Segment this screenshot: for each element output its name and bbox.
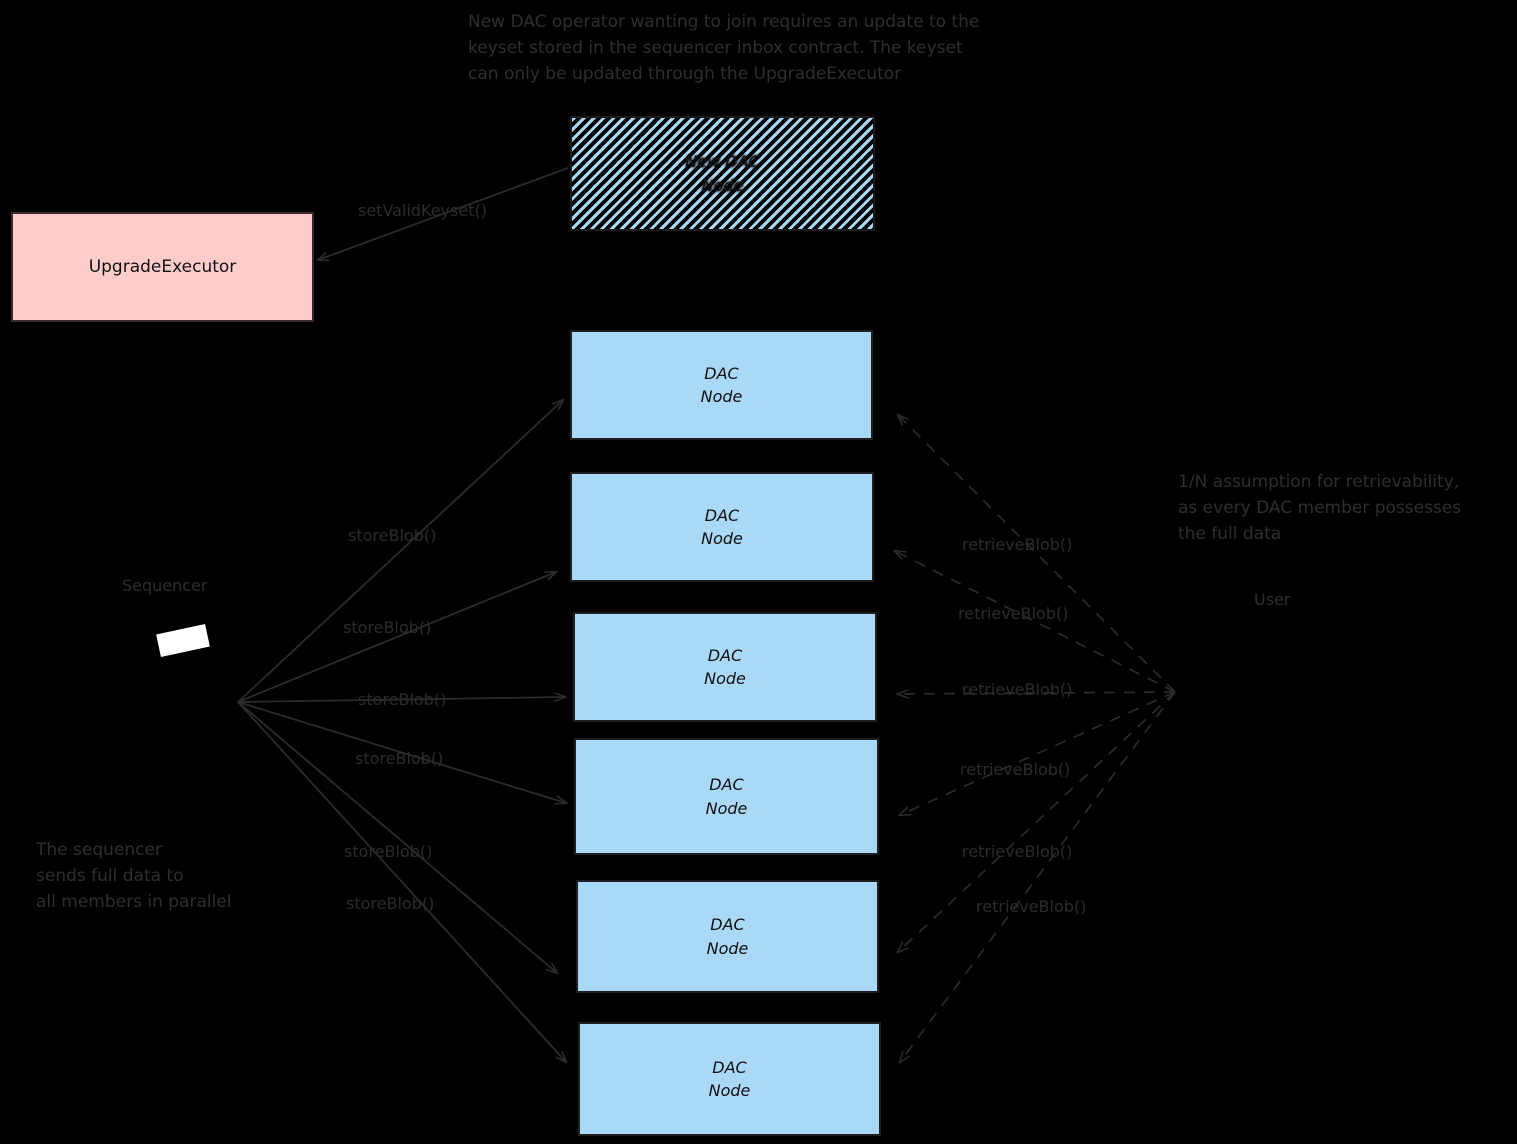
dac-node-3-line2: Node bbox=[704, 669, 746, 688]
upgrade-executor-label: UpgradeExecutor bbox=[88, 257, 237, 277]
edge-label-retrieve-blob-3: retrieveBlob() bbox=[962, 680, 1073, 699]
edge-label-store-blob-5: storeBlob() bbox=[344, 842, 433, 861]
dac-node-4-line1: DAC bbox=[709, 775, 744, 795]
annotation-new-dac-operator: New DAC operator wanting to join require… bbox=[468, 12, 980, 84]
edge-label-retrieve-blob-1: retrieveBlob() bbox=[962, 535, 1073, 554]
new-dac-node-line2: Node bbox=[701, 175, 744, 195]
dac-node-2-line1: DAC bbox=[704, 505, 740, 525]
edge-label-retrieve-blob-2: retrieveBlob() bbox=[958, 604, 1069, 623]
edge-label-set-valid-keyset: setValidKeyset() bbox=[358, 201, 487, 220]
dac-node-box-4[interactable]: DAC Node bbox=[574, 738, 879, 855]
edge-label-store-blob-2: storeBlob() bbox=[343, 618, 432, 637]
arrow-retrieve-blob-2 bbox=[893, 549, 1176, 693]
arrow-store-blob-5 bbox=[237, 701, 559, 975]
dac-node-6-line2: Node bbox=[708, 1081, 751, 1100]
sequencer-label: Sequencer bbox=[122, 576, 208, 595]
dac-node-5-line2: Node bbox=[706, 938, 749, 958]
dac-node-5-line1: DAC bbox=[710, 915, 745, 935]
arrow-store-blob-6 bbox=[237, 701, 568, 1064]
arrow-store-blob-4 bbox=[237, 701, 568, 805]
dac-node-box-5[interactable]: DAC Node bbox=[576, 880, 879, 993]
dac-node-2-line2: Node bbox=[701, 529, 743, 548]
dac-node-3-line1: DAC bbox=[707, 645, 743, 665]
arrow-store-blob-group bbox=[237, 398, 568, 1064]
dac-node-box-6[interactable]: DAC Node bbox=[578, 1022, 881, 1136]
dac-node-1-line1: DAC bbox=[704, 363, 739, 383]
edge-label-store-blob-6: storeBlob() bbox=[346, 894, 435, 913]
arrow-retrieve-blob-1 bbox=[896, 413, 1176, 693]
edge-label-retrieve-blob-4: retrieveBlob() bbox=[960, 760, 1071, 779]
arrow-retrieve-blob-3 bbox=[896, 689, 1176, 699]
arrow-retrieve-blob-group bbox=[893, 413, 1176, 1064]
arrow-retrieve-blob-4 bbox=[898, 691, 1176, 817]
arrow-store-blob-3 bbox=[237, 692, 567, 703]
dac-node-box-3[interactable]: DAC Node bbox=[573, 612, 877, 722]
new-dac-node-box[interactable]: New DAC Node bbox=[570, 116, 875, 231]
arrow-store-blob-1 bbox=[237, 398, 565, 703]
arrow-set-valid-keyset bbox=[316, 167, 569, 262]
edge-label-store-blob-1: storeBlob() bbox=[348, 526, 437, 545]
arrow-retrieve-blob-6 bbox=[898, 691, 1176, 1064]
annotation-retrievability-assumption: 1/N assumption for retrievability, as ev… bbox=[1178, 472, 1462, 544]
dac-node-box-2[interactable]: DAC Node bbox=[570, 472, 874, 582]
edge-label-store-blob-3: storeBlob() bbox=[358, 690, 447, 709]
dac-node-1-line2: Node bbox=[700, 387, 743, 406]
arrow-store-blob-2 bbox=[237, 570, 558, 703]
dac-node-box-1[interactable]: DAC Node bbox=[570, 330, 873, 440]
dac-node-6-line1: DAC bbox=[712, 1057, 747, 1077]
annotation-sequencer-parallel: The sequencer sends full data to all mem… bbox=[36, 840, 232, 912]
edge-label-retrieve-blob-6: retrieveBlob() bbox=[976, 897, 1087, 916]
edge-label-store-blob-4: storeBlob() bbox=[355, 749, 444, 768]
dac-node-4-line2: Node bbox=[705, 798, 748, 818]
new-dac-node-line1: New DAC bbox=[685, 152, 760, 172]
user-label: User bbox=[1254, 590, 1291, 609]
arrow-retrieve-blob-5 bbox=[896, 691, 1176, 954]
edge-label-retrieve-blob-5: retrieveBlob() bbox=[962, 842, 1073, 861]
upgrade-executor-box[interactable]: UpgradeExecutor bbox=[11, 212, 314, 322]
